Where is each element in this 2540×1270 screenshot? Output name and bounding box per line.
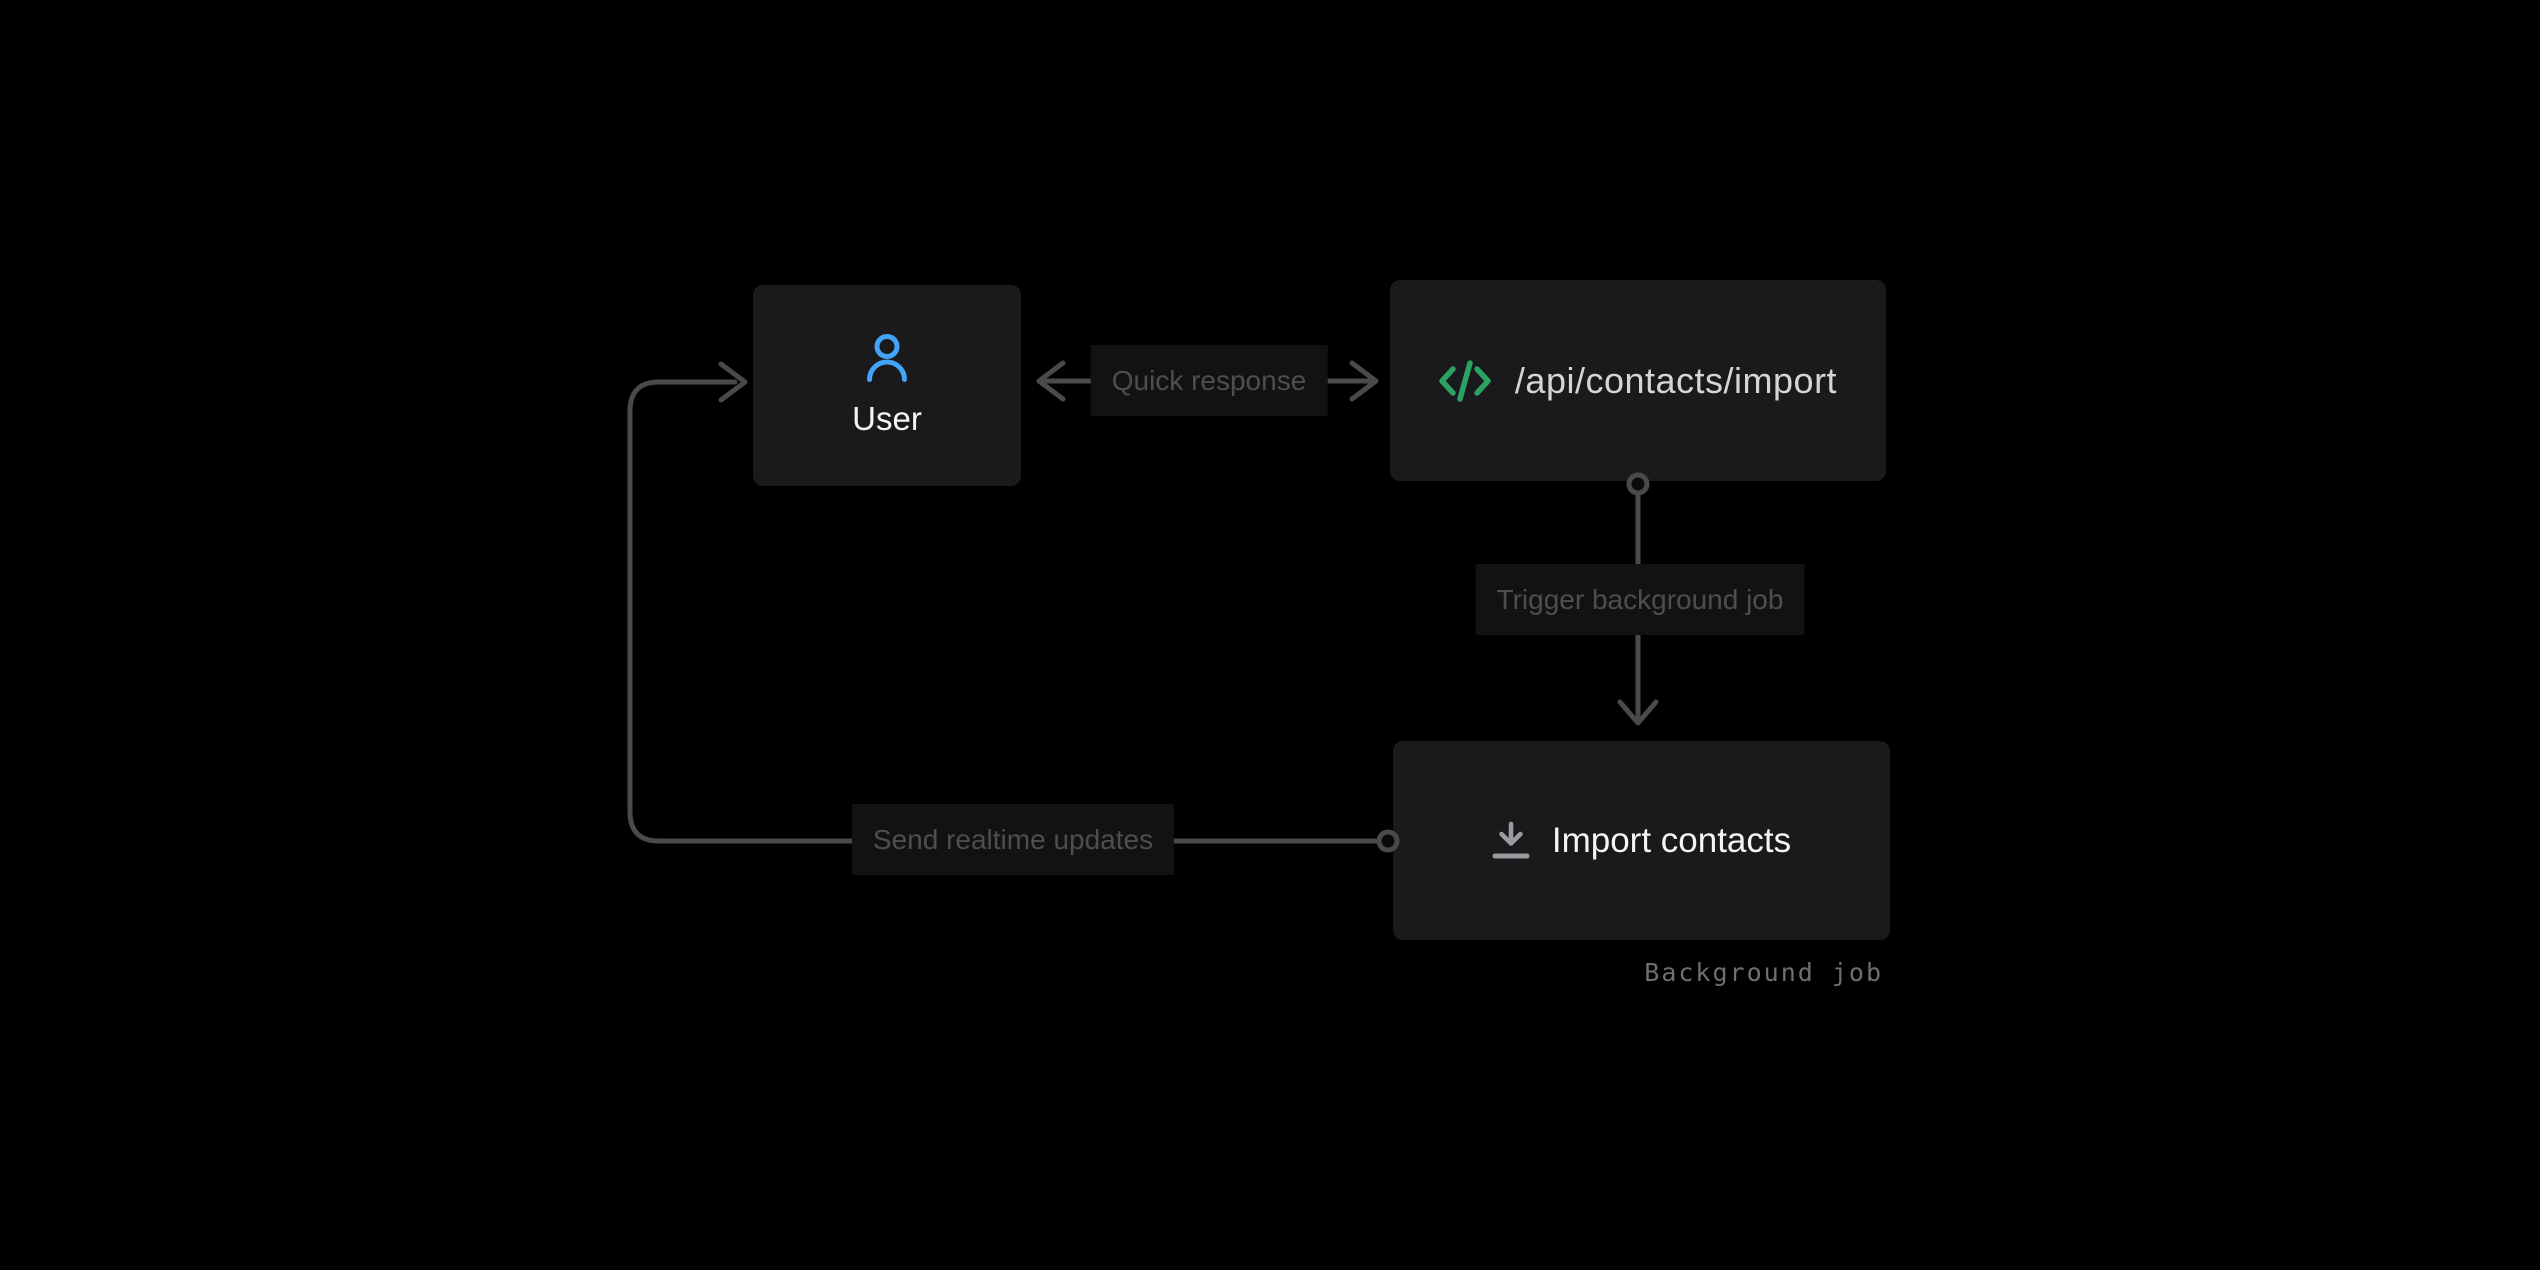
download-icon <box>1492 821 1530 858</box>
import-left-port <box>1376 829 1400 853</box>
import-contacts-node[interactable]: Import contacts <box>1393 741 1890 940</box>
user-node-label: User <box>852 399 922 437</box>
import-contacts-label: Import contacts <box>1551 820 1792 860</box>
edge-label-trigger-background-job: Trigger background job <box>1475 564 1805 635</box>
background-job-caption: Background job <box>1644 958 1883 987</box>
api-bottom-port <box>1626 472 1650 496</box>
send-realtime-updates-arrow <box>627 361 1383 844</box>
user-icon <box>867 333 907 382</box>
api-endpoint-label: /api/contacts/import <box>1514 359 1838 401</box>
code-icon <box>1439 359 1491 402</box>
api-endpoint-node[interactable]: /api/contacts/import <box>1390 280 1886 481</box>
edge-label-quick-response: Quick response <box>1090 345 1328 416</box>
edge-label-send-realtime-updates: Send realtime updates <box>851 804 1175 875</box>
user-node[interactable]: User <box>753 285 1021 486</box>
